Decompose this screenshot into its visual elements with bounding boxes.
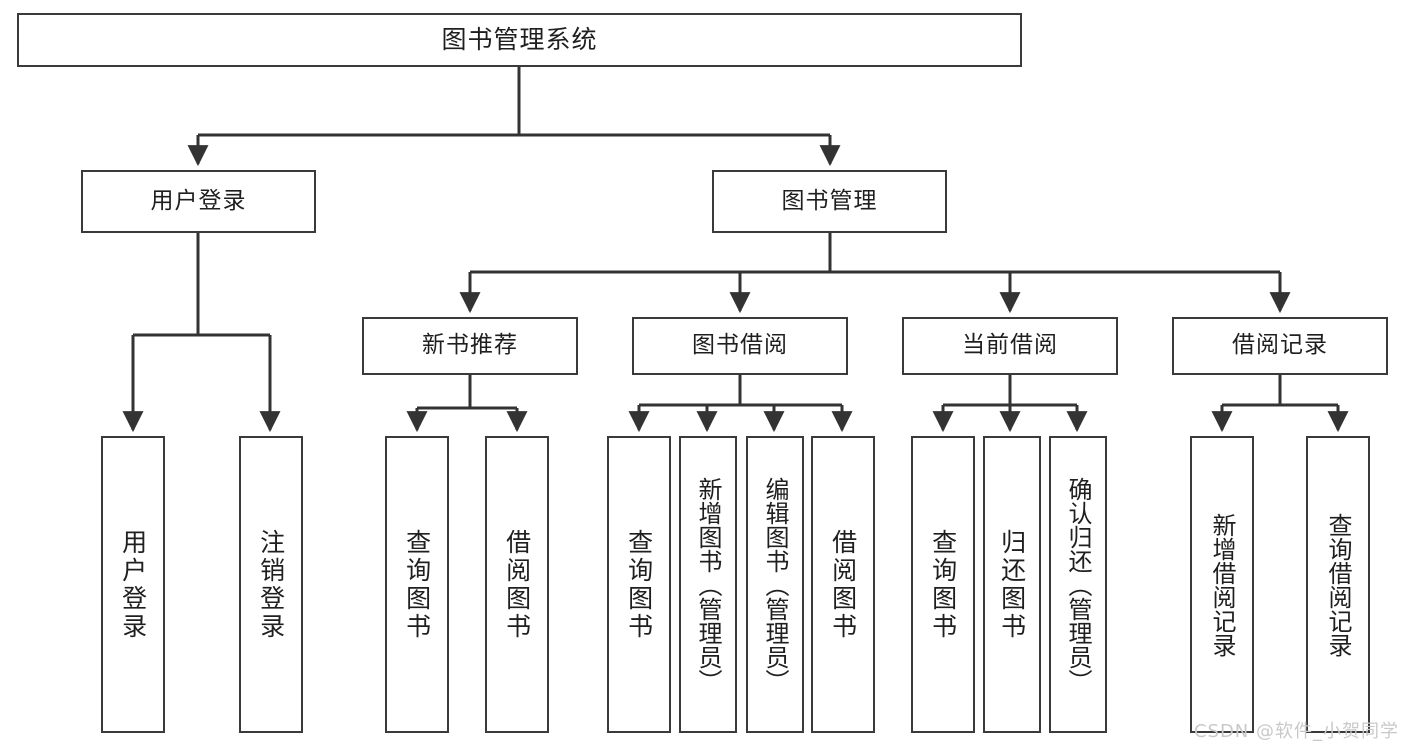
csdn-watermark: CSDN @软件_小贺同学 (1193, 721, 1399, 742)
node-label: 借阅记录 (1232, 332, 1328, 359)
node-new-book-recommend[interactable]: 新书推荐 (362, 317, 578, 375)
node-label: 查询图书 (928, 528, 958, 641)
leaf-query-books-borrow[interactable]: 查询图书 (607, 436, 671, 733)
node-label: 新书推荐 (422, 332, 518, 359)
node-label: 新增图书（管理员） (694, 476, 722, 693)
node-label: 图书借阅 (692, 332, 788, 359)
node-label: 图书管理系统 (441, 25, 598, 54)
leaf-return-books[interactable]: 归还图书 (983, 436, 1041, 733)
node-borrow-records[interactable]: 借阅记录 (1172, 317, 1388, 375)
node-label: 新增借阅记录 (1208, 512, 1236, 657)
node-label: 图书管理 (781, 187, 878, 214)
leaf-add-book-admin[interactable]: 新增图书（管理员） (679, 436, 737, 733)
node-label: 注销登录 (256, 528, 286, 641)
node-current-borrow[interactable]: 当前借阅 (902, 317, 1118, 375)
node-label: 用户登录 (118, 528, 148, 641)
node-label: 编辑图书（管理员） (761, 476, 789, 693)
leaf-user-login[interactable]: 用户登录 (101, 436, 165, 733)
leaf-query-borrow-record[interactable]: 查询借阅记录 (1306, 436, 1370, 733)
leaf-edit-book-admin[interactable]: 编辑图书（管理员） (746, 436, 804, 733)
leaf-logout[interactable]: 注销登录 (239, 436, 303, 733)
leaf-borrow-books[interactable]: 借阅图书 (811, 436, 875, 733)
leaf-query-books-current[interactable]: 查询图书 (911, 436, 975, 733)
node-label: 查询图书 (402, 528, 432, 641)
node-label: 当前借阅 (962, 332, 1058, 359)
node-user-login[interactable]: 用户登录 (81, 170, 316, 233)
leaf-add-borrow-record[interactable]: 新增借阅记录 (1190, 436, 1254, 733)
node-label: 确认归还（管理员） (1064, 476, 1092, 693)
node-label: 查询图书 (624, 528, 654, 641)
leaf-borrow-books-recommend[interactable]: 借阅图书 (485, 436, 549, 733)
leaf-confirm-return-admin[interactable]: 确认归还（管理员） (1049, 436, 1107, 733)
node-label: 查询借阅记录 (1324, 512, 1352, 657)
node-label: 借阅图书 (502, 528, 532, 641)
node-root-system[interactable]: 图书管理系统 (17, 13, 1022, 67)
node-label: 借阅图书 (828, 528, 858, 641)
node-book-borrow[interactable]: 图书借阅 (632, 317, 848, 375)
node-book-management[interactable]: 图书管理 (712, 170, 947, 233)
node-label: 归还图书 (997, 528, 1027, 641)
node-label: 用户登录 (150, 187, 247, 214)
leaf-query-books-recommend[interactable]: 查询图书 (385, 436, 449, 733)
